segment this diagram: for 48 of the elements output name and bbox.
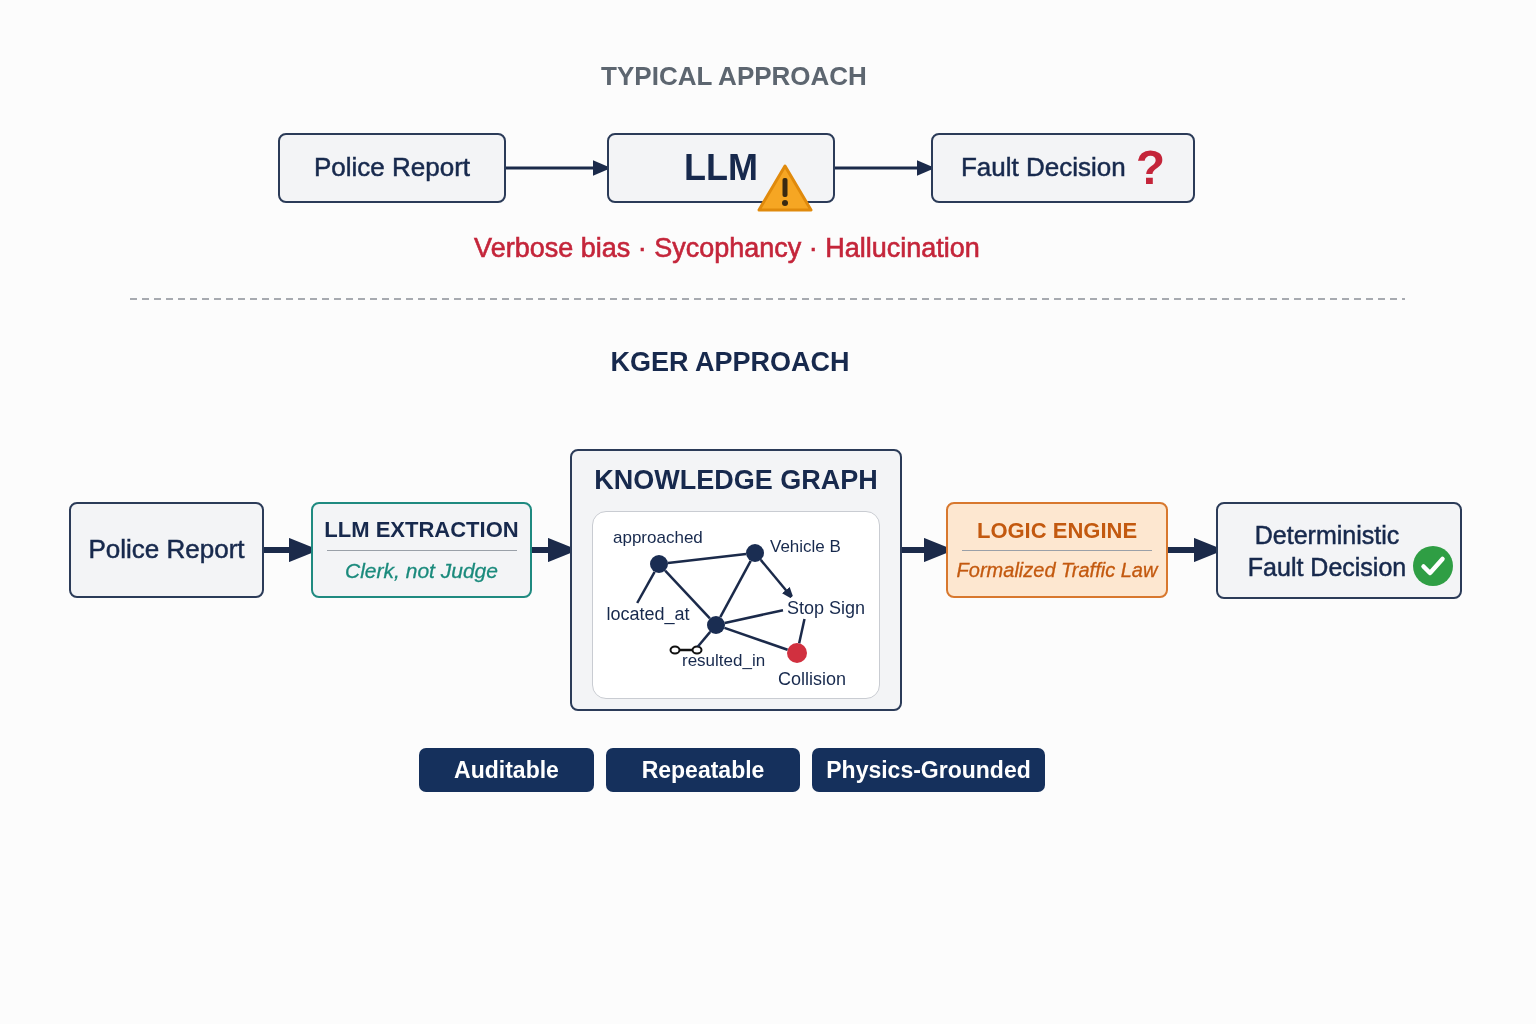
property-tag xyxy=(606,748,800,792)
node-title: LOGIC ENGINE xyxy=(976,517,1138,545)
graph-edge xyxy=(667,552,747,565)
process-box xyxy=(1216,502,1462,599)
node-label: LLM xyxy=(684,147,758,189)
graph-edge xyxy=(664,569,711,620)
node-caption: approached xyxy=(613,528,703,548)
node-caption: resulted_in xyxy=(682,651,766,671)
graph-edge xyxy=(759,559,793,598)
node-subtitle: Formalized Traffic Law xyxy=(956,558,1158,583)
process-box xyxy=(69,502,264,598)
section-heading: TYPICAL APPROACH xyxy=(601,60,867,92)
graph-node-dot xyxy=(787,643,807,663)
node-label: Fault Decision xyxy=(960,153,1126,183)
graph-node-dot xyxy=(746,544,764,562)
graph-edge xyxy=(636,571,656,604)
graph-node-dot xyxy=(650,555,668,573)
node-title: KNOWLEDGE GRAPH xyxy=(593,465,879,496)
graph-node-dot xyxy=(707,616,725,634)
node-label: Police Report xyxy=(313,153,471,183)
graph-container xyxy=(570,449,902,711)
section-heading: KGER APPROACH xyxy=(610,346,850,378)
node-label: Police Report xyxy=(88,535,245,565)
tag-label: Auditable xyxy=(454,756,559,784)
node-title: LLM EXTRACTION xyxy=(324,517,519,544)
node-caption: Collision xyxy=(778,669,847,689)
graph-edge xyxy=(724,608,784,625)
property-tag xyxy=(812,748,1045,792)
process-box xyxy=(311,502,532,598)
process-box xyxy=(607,133,835,203)
tag-label: Repeatable xyxy=(641,756,765,784)
process-box xyxy=(931,133,1195,203)
node-subtitle: Clerk, not Judge xyxy=(345,557,498,583)
question-mark: ? xyxy=(1135,144,1166,192)
process-box xyxy=(946,502,1168,598)
process-box xyxy=(278,133,506,203)
graph-edge xyxy=(797,618,806,644)
graph-panel xyxy=(592,511,880,699)
node-label: Deterministic Fault Decision xyxy=(1246,519,1408,583)
graph-edge xyxy=(724,626,788,651)
tag-label: Physics-Grounded xyxy=(826,756,1031,784)
node-caption: Vehicle B xyxy=(770,537,841,557)
property-tag xyxy=(419,748,594,792)
graph-label: located_at xyxy=(603,603,693,625)
graph-edge xyxy=(719,560,752,618)
graph-label: Stop Sign xyxy=(783,597,869,619)
issues-text: Verbose bias · Sycophancy · Hallucination xyxy=(474,232,980,264)
graph-edge xyxy=(696,631,712,648)
